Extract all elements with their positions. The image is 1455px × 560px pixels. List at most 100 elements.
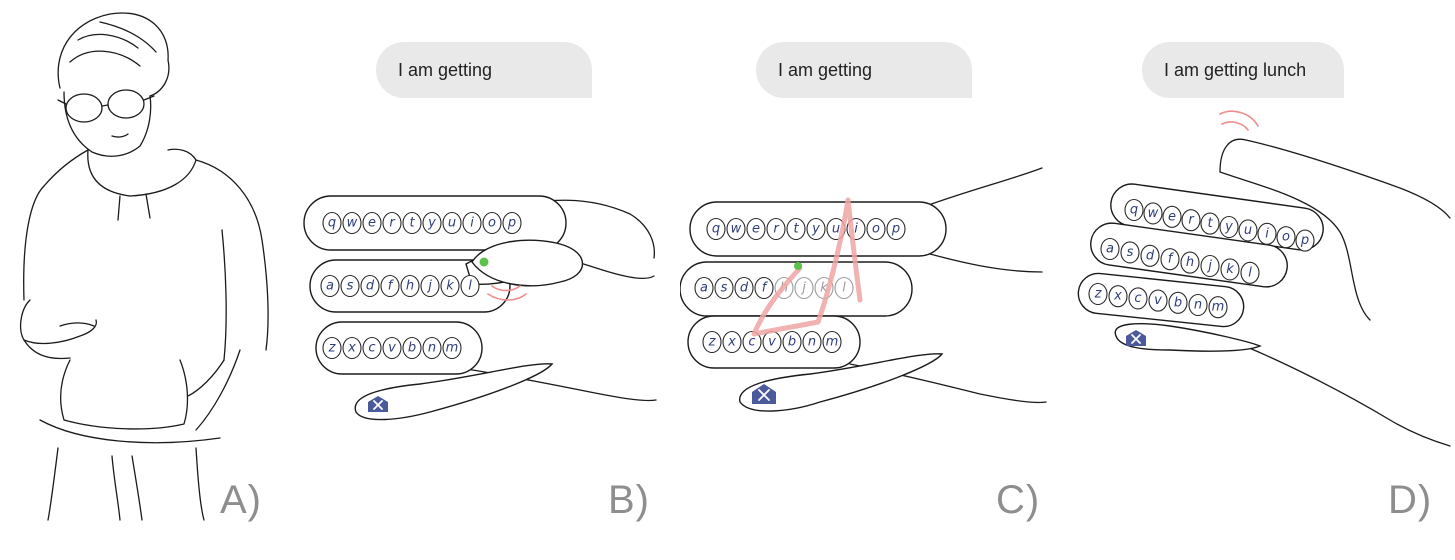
key-c: c: [362, 336, 382, 360]
key-label-z: z: [328, 341, 337, 356]
key-t: t: [786, 217, 806, 241]
key-label-s: s: [347, 279, 354, 294]
key-label-i: i: [854, 222, 858, 237]
key-label-v: v: [1154, 293, 1162, 308]
key-label-p: p: [891, 222, 900, 237]
key-d: d: [360, 274, 380, 298]
key-label-u: u: [832, 222, 840, 237]
key-label-u: u: [1244, 223, 1252, 238]
key-label-e: e: [1168, 209, 1176, 224]
key-x: x: [1108, 285, 1128, 308]
key-l: l: [1240, 261, 1260, 284]
key-z: z: [702, 330, 722, 354]
key-label-f: f: [762, 281, 769, 296]
key-q: q: [706, 217, 726, 241]
panel-label-d: D): [1388, 478, 1433, 522]
key-n: n: [802, 330, 822, 354]
key-t: t: [402, 211, 422, 235]
panel-label-a: A): [220, 478, 262, 522]
key-label-r: r: [389, 216, 396, 231]
key-l: l: [460, 274, 480, 298]
key-z: z: [322, 336, 342, 360]
key-label-l: l: [842, 281, 846, 296]
key-a: a: [694, 276, 714, 300]
key-label-d: d: [366, 279, 375, 294]
key-label-s: s: [721, 281, 728, 296]
key-n: n: [422, 336, 442, 360]
key-d: d: [1140, 244, 1160, 267]
key-label-b: b: [788, 335, 796, 350]
key-s: s: [1120, 241, 1140, 264]
delete-icon-c: [752, 384, 776, 404]
key-label-z: z: [1094, 287, 1103, 302]
key-j: j: [794, 276, 814, 300]
key-y: y: [1219, 215, 1239, 239]
key-label-u: u: [448, 216, 456, 231]
key-r: r: [382, 211, 402, 235]
key-i: i: [1257, 222, 1277, 245]
key-label-n: n: [808, 335, 816, 350]
key-label-l: l: [1248, 265, 1252, 280]
key-label-h: h: [406, 279, 414, 294]
key-label-c: c: [748, 335, 755, 350]
key-label-f: f: [1168, 252, 1175, 267]
key-c: c: [1128, 287, 1148, 310]
key-label-j: j: [1206, 259, 1212, 274]
key-label-b: b: [1174, 295, 1182, 310]
key-m: m: [822, 330, 842, 354]
key-j: j: [420, 274, 440, 298]
key-label-c: c: [368, 341, 375, 356]
key-label-s: s: [1127, 245, 1134, 260]
key-v: v: [762, 330, 782, 354]
key-b: b: [1168, 291, 1188, 314]
key-o: o: [482, 211, 502, 235]
key-label-o: o: [872, 222, 880, 237]
vibration-icon-b: [487, 285, 527, 301]
key-label-k: k: [1226, 262, 1234, 277]
key-w: w: [1143, 202, 1163, 225]
key-label-v: v: [388, 341, 396, 356]
key-label-r: r: [773, 222, 780, 237]
message-bubble-b: I am getting: [376, 42, 592, 98]
key-l: l: [834, 276, 854, 300]
key-label-d: d: [740, 281, 749, 296]
key-label-n: n: [428, 341, 436, 356]
key-s: s: [340, 274, 360, 298]
key-b: b: [402, 336, 422, 360]
key-m: m: [442, 336, 462, 360]
key-y: y: [806, 217, 826, 241]
key-a: a: [320, 274, 340, 298]
key-label-w: w: [347, 216, 358, 231]
key-label-k: k: [446, 279, 454, 294]
key-label-h: h: [1186, 255, 1194, 270]
key-label-t: t: [793, 222, 799, 237]
key-label-z: z: [708, 335, 717, 350]
key-label-d: d: [1146, 248, 1155, 263]
key-e: e: [1162, 205, 1182, 228]
key-d: d: [734, 276, 754, 300]
key-o: o: [1276, 226, 1296, 249]
key-n: n: [1188, 293, 1208, 317]
key-k: k: [1220, 258, 1240, 281]
key-label-y: y: [811, 222, 820, 237]
key-label-f: f: [388, 279, 395, 294]
key-label-t: t: [409, 216, 415, 231]
touch-point-c: [794, 262, 802, 270]
panel-label-c: C): [996, 478, 1041, 522]
key-j: j: [1200, 254, 1220, 278]
key-label-q: q: [328, 216, 336, 231]
key-m: m: [1208, 296, 1228, 319]
key-label-a: a: [1106, 242, 1114, 257]
key-k: k: [440, 274, 460, 298]
